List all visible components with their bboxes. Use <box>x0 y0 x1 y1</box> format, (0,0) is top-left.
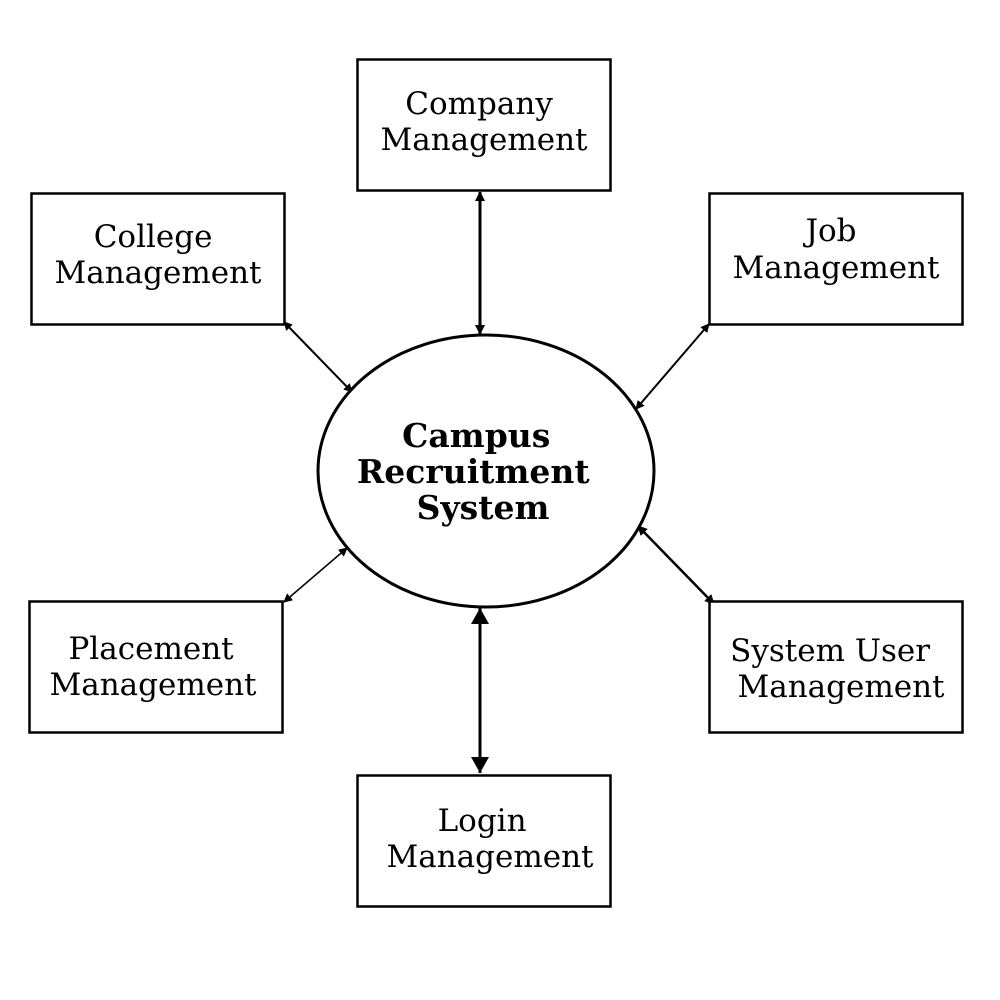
login-management-box: Login Management <box>356 774 612 908</box>
center-label-line-3: System <box>417 488 550 527</box>
svg-text:Placement Management: Placement Management <box>49 631 257 703</box>
connector-job <box>635 323 710 410</box>
system-user-label-line-1: System User <box>730 633 930 669</box>
company-label-line-2: Management <box>380 122 588 158</box>
college-label-line-2: Management <box>54 255 262 291</box>
job-label-line-1: Job <box>803 213 857 249</box>
company-management-box: Company Management <box>356 58 612 192</box>
svg-text:Job Management: Job Management <box>732 213 940 286</box>
job-label-line-2: Management <box>732 250 940 286</box>
company-label-line-1: Company <box>405 86 553 122</box>
college-label-line-1: College <box>94 219 213 255</box>
center-label-line-1: Campus <box>402 416 550 455</box>
connector-placement <box>283 547 348 603</box>
college-management-box: College Management <box>30 192 286 326</box>
login-label-line-2: Management <box>386 839 594 875</box>
center-label-line-2: Recruitment <box>357 452 591 491</box>
svg-text:College Management: College Management <box>54 219 262 291</box>
placement-management-box: Placement Management <box>28 600 284 734</box>
system-user-management-box: System User Management <box>708 600 964 734</box>
job-management-box: Job Management <box>708 192 964 326</box>
login-label-line-1: Login <box>438 803 527 839</box>
placement-label-line-2: Management <box>49 667 257 703</box>
center-process: Campus Recruitment System <box>316 333 656 609</box>
center-ellipse <box>316 333 656 609</box>
system-user-label-line-2: Management <box>737 669 945 705</box>
svg-text:Login Management: Login Management <box>386 803 594 875</box>
connector-college <box>283 321 353 393</box>
svg-text:System User Management: System User Management <box>730 633 945 705</box>
placement-label-line-1: Placement <box>69 631 235 667</box>
svg-text:Company Management: Company Management <box>380 86 588 158</box>
connector-system-user <box>637 525 715 605</box>
svg-text:Campus Recruitment: Campus Recruitment System <box>357 416 601 527</box>
